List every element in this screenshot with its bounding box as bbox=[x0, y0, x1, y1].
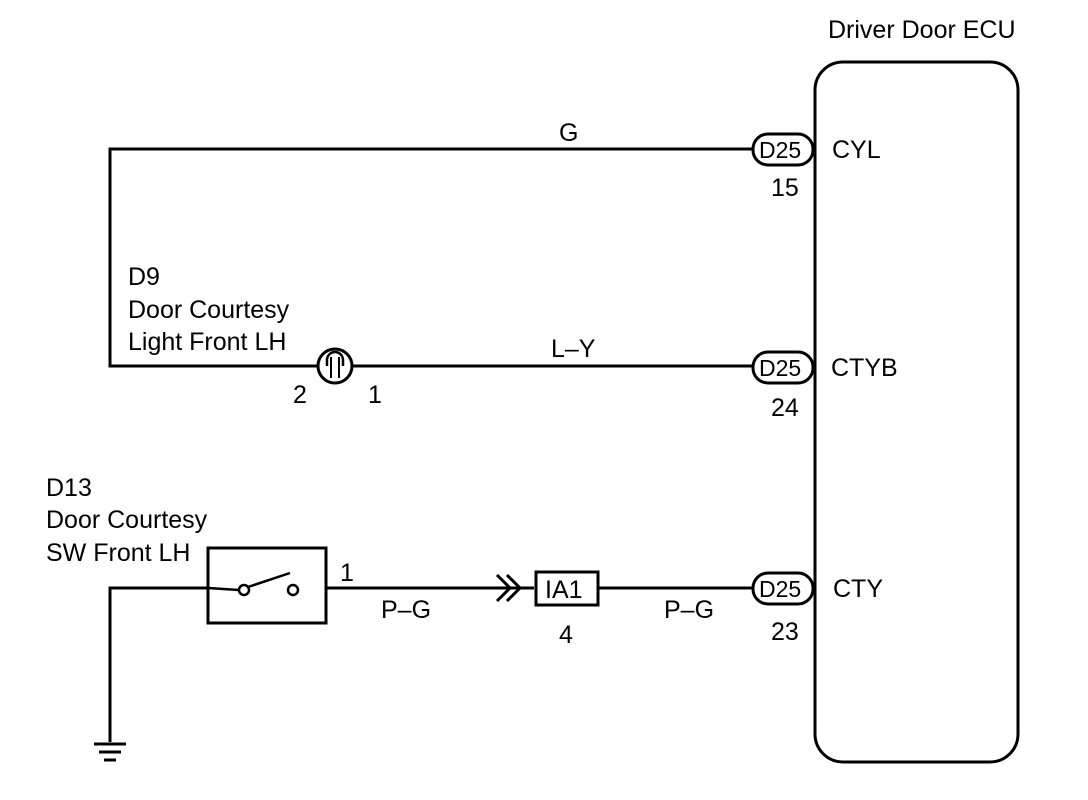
ecu-title: Driver Door ECU bbox=[828, 16, 1016, 44]
door-switch-icon bbox=[206, 546, 328, 625]
connector-d25-ctyb bbox=[751, 350, 815, 385]
terminal-cyl: CYL bbox=[832, 136, 881, 164]
connector-d25-ctyb-label: D25 bbox=[759, 355, 801, 381]
connector-d25-cyl bbox=[751, 132, 815, 167]
junction-ia1-label: IA1 bbox=[545, 576, 583, 604]
pin-15: 15 bbox=[771, 174, 799, 202]
light-name-line1: Door Courtesy bbox=[128, 296, 290, 324]
junction-pin: 4 bbox=[559, 621, 573, 649]
wire-color-p-g-1: P–G bbox=[381, 596, 431, 624]
pin-23: 23 bbox=[771, 618, 799, 646]
ecu-box bbox=[813, 60, 1020, 764]
switch-name-line1: Door Courtesy bbox=[46, 506, 208, 534]
switch-code: D13 bbox=[46, 474, 92, 502]
light-code: D9 bbox=[128, 263, 160, 291]
connector-d25-cyl-label: D25 bbox=[759, 137, 801, 163]
pin-24: 24 bbox=[771, 394, 799, 422]
switch-pin: 1 bbox=[340, 559, 354, 587]
light-pin-right: 1 bbox=[368, 381, 382, 409]
light-pin-left: 2 bbox=[293, 381, 307, 409]
terminal-cty: CTY bbox=[833, 575, 883, 603]
inline-connector-icon bbox=[495, 573, 523, 603]
connector-d25-cty bbox=[751, 571, 815, 606]
wire-color-g: G bbox=[559, 119, 578, 147]
terminal-ctyb: CTYB bbox=[831, 354, 898, 382]
ground-icon bbox=[94, 742, 126, 762]
switch-name-line2: SW Front LH bbox=[46, 539, 190, 567]
light-name-line2: Light Front LH bbox=[128, 328, 286, 356]
courtesy-light-icon bbox=[316, 347, 354, 385]
wire-cyl bbox=[108, 147, 753, 368]
connector-d25-cty-label: D25 bbox=[759, 576, 801, 602]
wire-color-l-y: L–Y bbox=[551, 335, 596, 363]
wire-color-p-g-2: P–G bbox=[664, 596, 714, 624]
wire-ground bbox=[108, 586, 208, 742]
